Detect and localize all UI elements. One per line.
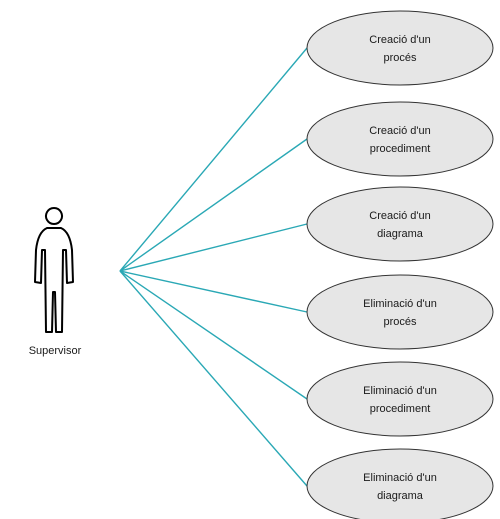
association-line <box>119 270 308 487</box>
use-case-label: Eliminació d'un <box>363 298 437 310</box>
use-case-ellipse <box>306 101 494 177</box>
actor-supervisor[interactable]: Supervisor <box>29 207 82 357</box>
use-case-label: Creació d'un <box>369 34 430 46</box>
use-case-ellipse <box>306 361 494 437</box>
use-case-label: Eliminació d'un <box>363 472 437 484</box>
association-line <box>119 223 308 272</box>
use-case-ellipse <box>306 186 494 262</box>
use-case-label: Creació d'un <box>369 210 430 222</box>
use-case-label: Creació d'un <box>369 125 430 137</box>
association-line <box>119 270 308 400</box>
use-case-label: procediment <box>370 403 431 415</box>
association-line <box>119 138 308 272</box>
use-case-label: procés <box>383 52 417 64</box>
use-case[interactable]: Eliminació d'un diagrama <box>306 448 494 519</box>
use-case-label: Eliminació d'un <box>363 385 437 397</box>
use-case-label: procediment <box>370 143 431 155</box>
use-case[interactable]: Creació d'un procés <box>306 10 494 86</box>
association-line <box>119 270 308 313</box>
use-case[interactable]: Creació d'un procediment <box>306 101 494 177</box>
use-case[interactable]: Eliminació d'un procediment <box>306 361 494 437</box>
associations <box>119 47 308 487</box>
use-case-label: diagrama <box>377 490 424 502</box>
use-case[interactable]: Creació d'un diagrama <box>306 186 494 262</box>
use-case-label: diagrama <box>377 228 424 240</box>
use-case-ellipse <box>306 10 494 86</box>
actor-label: Supervisor <box>29 345 82 357</box>
association-line <box>119 47 308 272</box>
use-case-ellipse <box>306 274 494 350</box>
use-case[interactable]: Eliminació d'un procés <box>306 274 494 350</box>
use-case-ellipse <box>306 448 494 519</box>
use-case-label: procés <box>383 316 417 328</box>
actor-icon <box>34 207 74 333</box>
